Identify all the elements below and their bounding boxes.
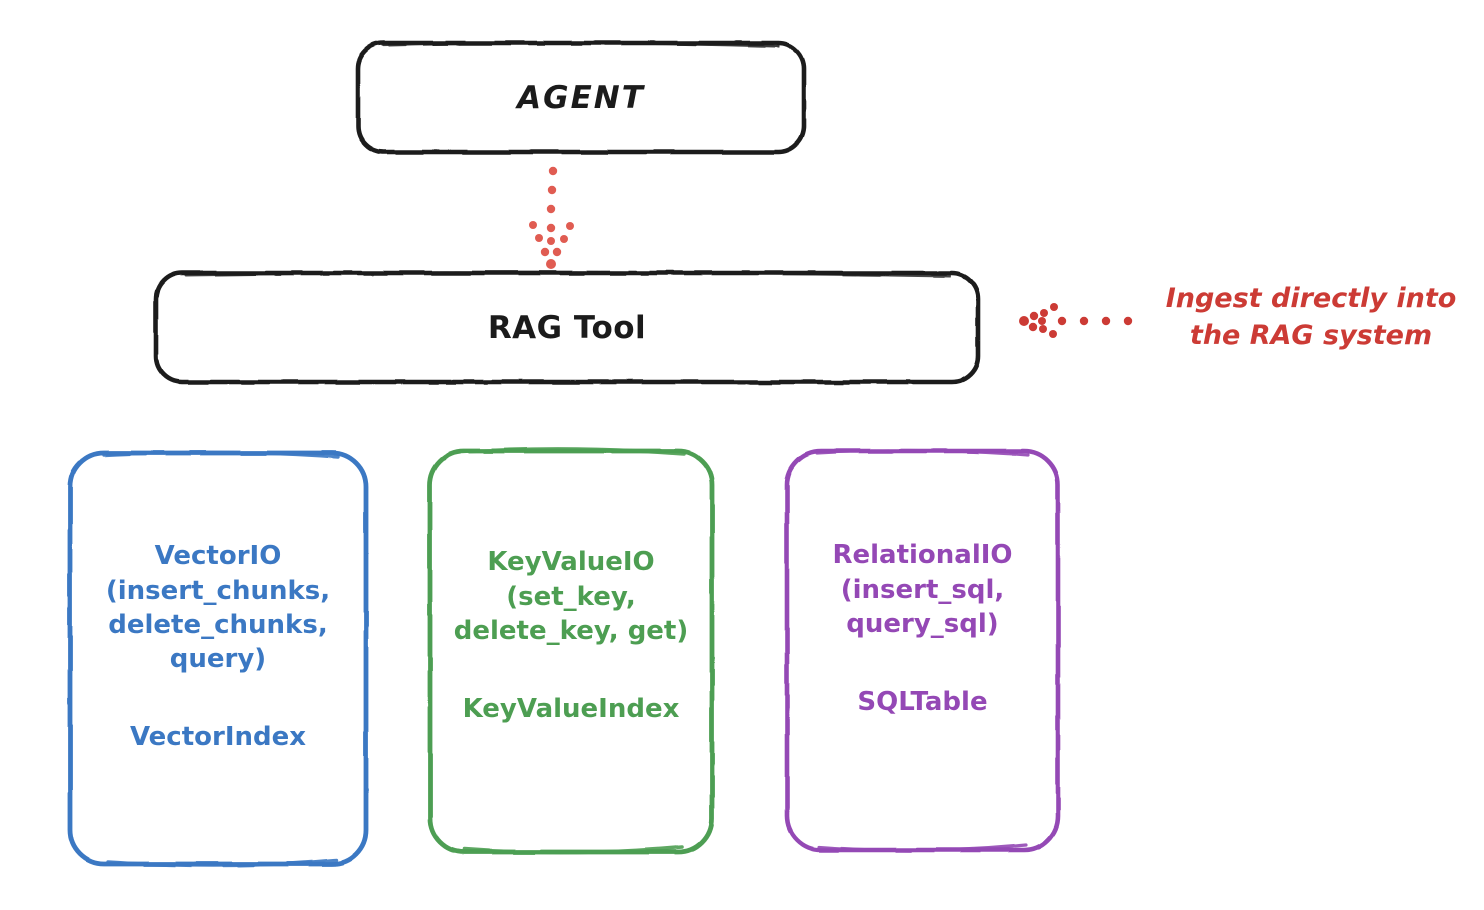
agent-node-label: AGENT: [517, 79, 645, 116]
vector-io-index: VectorIndex: [129, 722, 307, 753]
vector-io-operations: VectorIO (insert_chunks, delete_chunks, …: [105, 541, 331, 675]
ingest-to-rag-connector: [1019, 303, 1133, 338]
ingest-annotation-text: Ingest directly into the RAG system: [1165, 283, 1457, 352]
vector-io-node[interactable]: VectorIO (insert_chunks, delete_chunks, …: [68, 452, 368, 866]
relational-io-index: SQLTable: [857, 687, 988, 718]
relational-io-operations: RelationalIO (insert_sql, query_sql): [832, 540, 1013, 639]
rag-tool-node-label: RAG Tool: [487, 309, 647, 346]
agent-to-rag-connector: [529, 166, 574, 269]
keyvalue-io-node[interactable]: KeyValueIO (set_key, delete_key, get) Ke…: [428, 450, 714, 854]
keyvalue-io-operations: KeyValueIO (set_key, delete_key, get): [453, 547, 689, 646]
relational-io-node[interactable]: RelationalIO (insert_sql, query_sql) SQL…: [785, 450, 1060, 852]
keyvalue-io-index: KeyValueIndex: [462, 694, 680, 725]
